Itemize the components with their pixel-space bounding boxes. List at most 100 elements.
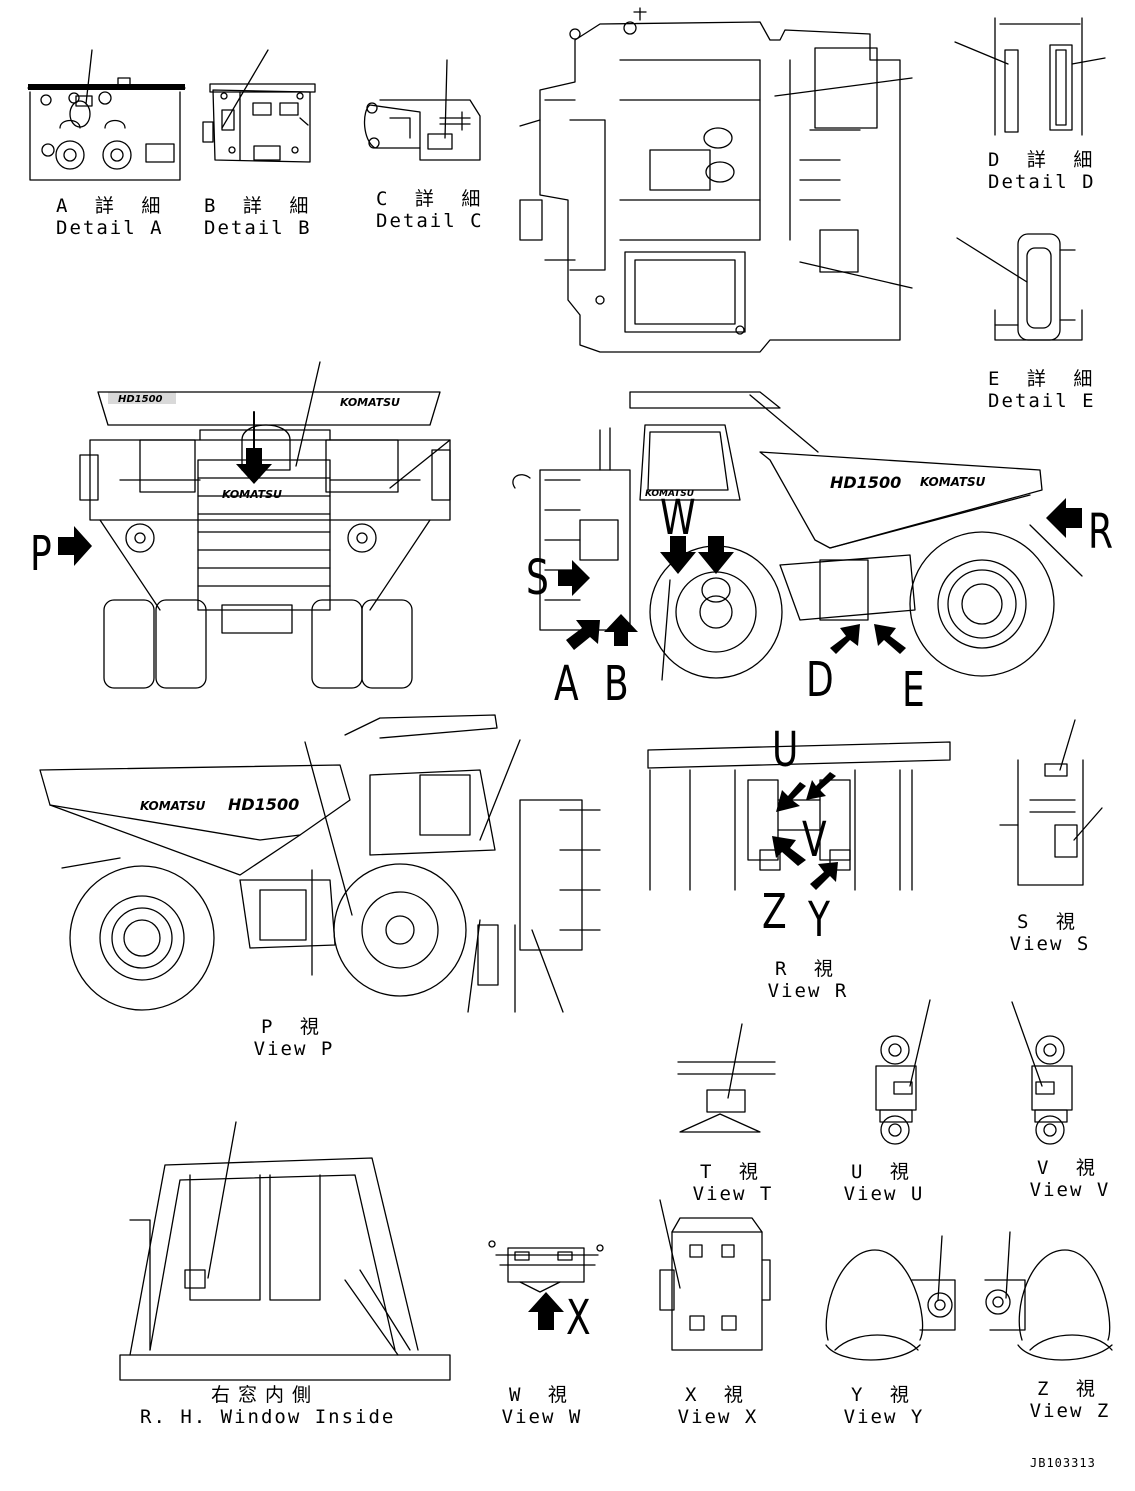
detail-c-jp: C 詳 細 <box>376 188 489 210</box>
view-w-jp: W 視 <box>509 1384 575 1406</box>
window-inside-caption: 右窓内側 R. H. Window Inside <box>140 1384 396 1428</box>
view-p-caption: P 視 View P <box>244 1016 344 1060</box>
left-side-view-drawing <box>39 714 601 1013</box>
window-inside-drawing <box>119 1121 451 1381</box>
view-t-jp: T 視 <box>700 1161 766 1183</box>
arrow-y <box>810 862 838 890</box>
marker-p: P <box>30 526 52 582</box>
detail-a-drawing <box>27 49 186 181</box>
view-w-drawing <box>488 1240 604 1293</box>
arrow-s <box>558 560 590 596</box>
arrow-p <box>58 526 92 566</box>
view-r-caption: R 視 View R <box>758 958 858 1002</box>
arrow-u2 <box>806 772 836 800</box>
arrow-r <box>1046 498 1082 538</box>
arrow-x <box>528 1292 564 1330</box>
marker-v: V <box>802 812 827 868</box>
detail-c-caption: C 詳 細 Detail C <box>376 188 489 232</box>
right-model-badge: HD1500 <box>830 473 901 492</box>
detail-a-jp: A 詳 細 <box>56 195 169 217</box>
front-view-drawing <box>79 361 451 689</box>
view-x-caption: X 視 View X <box>668 1384 768 1428</box>
marker-r: R <box>1088 504 1114 560</box>
view-x-jp: X 視 <box>685 1384 751 1406</box>
detail-b-jp: B 詳 細 <box>204 195 317 217</box>
detail-a-en: Detail A <box>56 217 164 239</box>
view-w-en: View W <box>501 1406 583 1428</box>
arrow-w1 <box>660 536 696 574</box>
view-z-drawing <box>984 1231 1113 1361</box>
view-v-en: View V <box>1029 1179 1111 1201</box>
arrow-t <box>236 448 272 484</box>
view-p-en: View P <box>253 1038 335 1060</box>
arrow-e <box>874 624 906 654</box>
arrow-z1 <box>772 836 806 866</box>
grille-brand-badge: KOMATSU <box>222 488 282 501</box>
detail-c-drawing <box>363 59 481 161</box>
view-z-caption: Z 視 View Z <box>1020 1378 1120 1422</box>
detail-b-caption: B 詳 細 Detail B <box>204 195 317 239</box>
view-z-en: View Z <box>1029 1400 1111 1422</box>
view-s-caption: S 視 View S <box>1000 911 1100 955</box>
view-v-drawing <box>1011 1001 1073 1145</box>
detail-b-drawing <box>202 49 316 163</box>
detail-e-drawing <box>956 233 1083 341</box>
top-view-drawing <box>519 7 913 353</box>
marker-x: X <box>566 1290 591 1346</box>
left-brand-badge: KOMATSU <box>140 799 206 813</box>
detail-e-en: Detail E <box>988 390 1096 412</box>
window-inside-jp: 右窓内側 <box>210 1384 319 1406</box>
marker-z: Z <box>762 884 787 940</box>
marker-s: S <box>526 550 549 606</box>
view-y-drawing <box>825 1235 956 1361</box>
marker-b: B <box>604 656 629 712</box>
view-p-jp: P 視 <box>261 1016 327 1038</box>
marker-w: W <box>660 490 696 546</box>
marker-u: U <box>772 722 799 778</box>
detail-e-caption: E 詳 細 Detail E <box>988 368 1101 412</box>
marker-a: A <box>554 656 579 712</box>
direction-arrows <box>58 411 1082 1330</box>
arrow-w2 <box>698 536 734 574</box>
view-x-en: View X <box>677 1406 759 1428</box>
view-t-caption: T 視 View T <box>683 1161 783 1205</box>
front-model-badge: HD1500 <box>118 394 163 405</box>
left-model-badge: HD1500 <box>228 795 299 814</box>
detail-e-jp: E 詳 細 <box>988 368 1101 390</box>
marker-y: Y <box>808 892 830 948</box>
right-brand-badge: KOMATSU <box>920 475 986 489</box>
detail-b-en: Detail B <box>204 217 312 239</box>
detail-d-en: Detail D <box>988 171 1096 193</box>
detail-d-caption: D 詳 細 Detail D <box>988 149 1101 193</box>
view-s-en: View S <box>1009 933 1091 955</box>
view-v-jp: V 視 <box>1037 1157 1103 1179</box>
detail-c-en: Detail C <box>376 210 484 232</box>
view-x-drawing <box>659 1199 771 1351</box>
drawing-number: JB103313 <box>1030 1456 1096 1470</box>
arrow-d <box>830 624 860 654</box>
view-s-jp: S 視 <box>1017 911 1083 933</box>
right-cab-brand-badge: KOMATSU <box>645 489 695 499</box>
arrow-u1 <box>776 782 806 812</box>
marker-e: E <box>902 662 925 718</box>
view-r-drawing <box>647 741 951 891</box>
detail-d-jp: D 詳 細 <box>988 149 1101 171</box>
view-t-drawing <box>677 1023 776 1133</box>
view-v-caption: V 視 View V <box>1020 1157 1120 1201</box>
view-y-jp: Y 視 <box>851 1384 917 1406</box>
front-brand-badge: KOMATSU <box>340 396 400 409</box>
view-u-drawing <box>875 999 931 1145</box>
view-r-en: View R <box>767 980 849 1002</box>
detail-a-caption: A 詳 細 Detail A <box>56 195 169 239</box>
window-inside-en: R. H. Window Inside <box>140 1406 396 1428</box>
arrow-b <box>604 614 638 646</box>
arrow-a <box>566 620 600 650</box>
view-s-drawing <box>999 719 1103 886</box>
view-u-caption: U 視 View U <box>834 1161 934 1205</box>
view-u-jp: U 視 <box>851 1161 917 1183</box>
view-y-caption: Y 視 View Y <box>834 1384 934 1428</box>
view-u-en: View U <box>843 1183 925 1205</box>
marker-d: D <box>806 652 834 708</box>
view-t-en: View T <box>692 1183 774 1205</box>
